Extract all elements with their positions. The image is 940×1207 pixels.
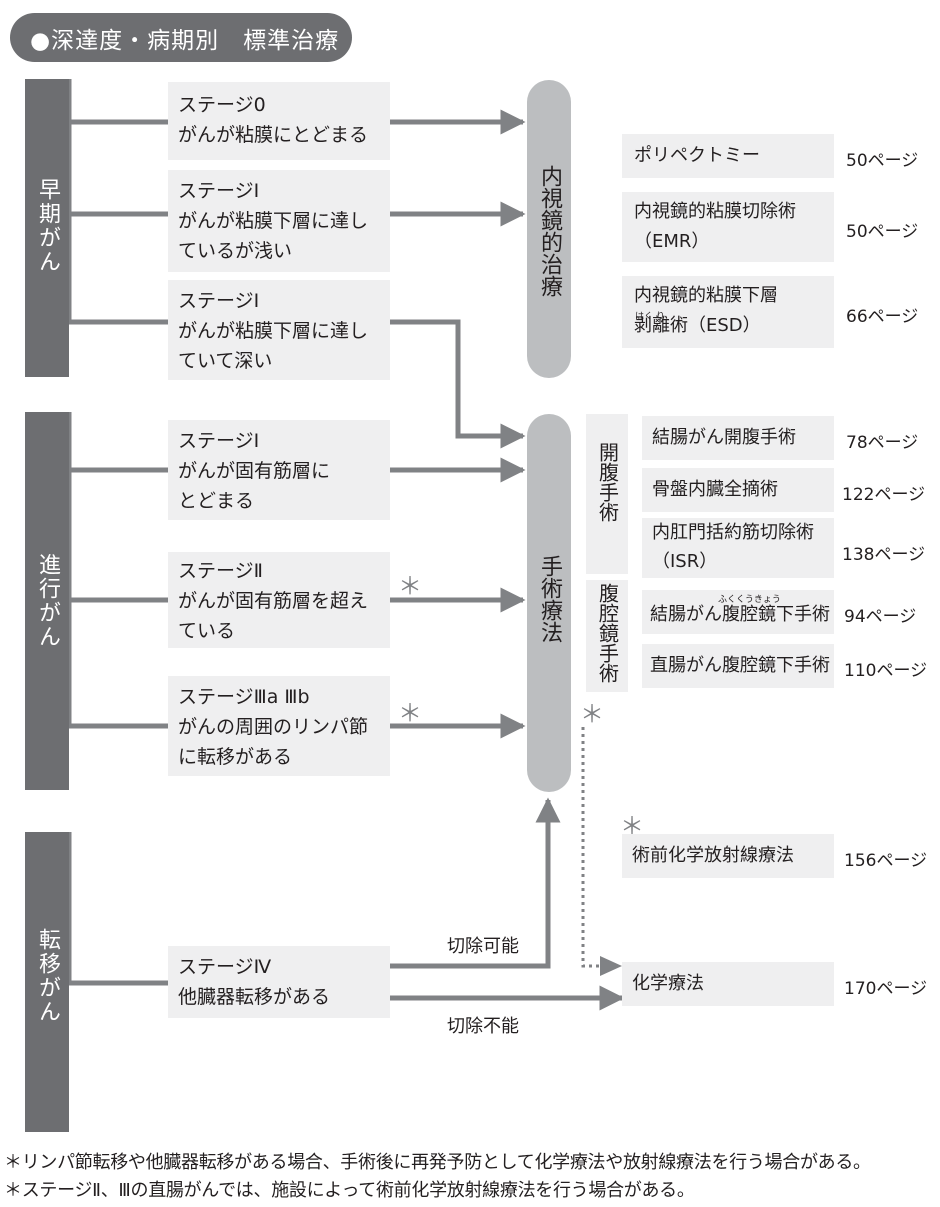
treatment-name: 内視鏡的粘膜切除術	[634, 201, 796, 222]
treatment-name: 結腸がん腹腔鏡下手術	[650, 604, 830, 625]
stage-box-2: ステージⅠ がんが粘膜下層に達し ていて深い	[168, 280, 390, 380]
stage-desc: とどまる	[178, 490, 255, 512]
treatment-name: 剥離術（ESD）	[634, 315, 761, 336]
page-ref: 50ページ	[846, 151, 919, 171]
colon-lap-surgery-box: 結腸がん腹腔鏡下手術 ふくくうきょう	[642, 590, 834, 634]
unresectable-label: 切除不能	[447, 1016, 519, 1037]
footnote-2: ＊ステージⅡ、Ⅲの直腸がんでは、施設によって術前化学放射線療法を行う場合がある。	[4, 1180, 695, 1201]
treatment-name: 内視鏡的粘膜下層	[634, 285, 778, 306]
endoscopic-treatment-label: 内視鏡的治療	[537, 165, 562, 297]
ruby-hakuri: はく り	[635, 312, 665, 322]
page-ref: 50ページ	[846, 222, 919, 242]
stage-label: ステージⅠ	[178, 180, 260, 202]
arrow-stage1-deep	[390, 319, 526, 449]
title-pill	[10, 13, 352, 62]
rectal-lap-surgery-box: 直腸がん腹腔鏡下手術	[642, 644, 834, 688]
stage-box-1: ステージⅠ がんが粘膜下層に達し ているが浅い	[168, 170, 390, 272]
treatment-name: （ISR）	[652, 551, 718, 572]
stage-desc: に転移がある	[178, 746, 293, 768]
stage-label: ステージ0	[178, 94, 266, 116]
open-surgery-box	[586, 414, 628, 574]
colon-open-surgery-box: 結腸がん開腹手術	[642, 416, 834, 460]
stage-box-4: ステージⅡ がんが固有筋層を超え ている	[168, 552, 390, 648]
polypectomy-box: ポリペクトミー	[622, 134, 834, 178]
early-cancer-label: 早期がん	[35, 178, 60, 274]
treatment-name: 結腸がん開腹手術	[652, 427, 796, 448]
asterisk-stage3: ＊	[398, 699, 422, 727]
page-ref: 94ページ	[844, 607, 917, 627]
treatment-name: ポリペクトミー	[634, 145, 760, 166]
laparoscopic-box	[586, 580, 628, 692]
page-ref: 110ページ	[844, 661, 928, 681]
isr-box: 内肛門括約筋切除術 （ISR）	[642, 518, 834, 578]
stage-desc: ているが浅い	[178, 240, 293, 262]
page-title: ●深達度・病期別 標準治療	[30, 28, 340, 54]
page-ref: 138ページ	[842, 545, 926, 565]
chemotherapy-box: 化学療法	[622, 962, 834, 1006]
stage-desc: がんが粘膜下層に達し	[178, 320, 369, 342]
advanced-cancer-label: 進行がん	[35, 553, 60, 649]
stage-desc: がんが粘膜にとどまる	[178, 124, 369, 146]
page-ref: 122ページ	[842, 485, 926, 505]
surgical-treatment-capsule	[527, 414, 571, 792]
treatment-name: （EMR）	[634, 231, 710, 252]
surgical-treatment-label: 手術療法	[537, 555, 562, 643]
open-surgery-label: 開腹手術	[595, 442, 620, 522]
stage-desc: がんの周囲のリンパ節	[178, 716, 369, 738]
metastatic-cancer-bar	[25, 832, 69, 1132]
stage-box-6: ステージⅣ 他臓器転移がある	[168, 946, 390, 1018]
stage-label: ステージⅢa Ⅲb	[178, 686, 310, 708]
stage-label: ステージⅠ	[178, 430, 260, 452]
arrow-resectable	[390, 797, 561, 969]
stage-box-3: ステージⅠ がんが固有筋層に とどまる	[168, 420, 390, 520]
page-ref: 66ページ	[846, 307, 919, 327]
treatment-name: 術前化学放射線療法	[632, 845, 794, 866]
stage-desc: がんが粘膜下層に達し	[178, 210, 369, 232]
treatment-name: 直腸がん腹腔鏡下手術	[650, 655, 830, 676]
metastatic-cancer-label: 転移がん	[35, 928, 60, 1024]
laparoscopic-label: 腹腔鏡手術	[595, 583, 620, 683]
resectable-label: 切除可能	[447, 936, 519, 957]
page-ref: 78ページ	[846, 433, 919, 453]
stage-desc: がんが固有筋層を超え	[178, 590, 369, 612]
stage-box-0: ステージ0 がんが粘膜にとどまる	[168, 82, 390, 160]
emr-box: 内視鏡的粘膜切除術 （EMR）	[622, 192, 834, 262]
stage-desc: 他臓器転移がある	[178, 986, 331, 1008]
stage-label: ステージⅣ	[178, 956, 272, 978]
stage-box-5: ステージⅢa Ⅲb がんの周囲のリンパ節 に転移がある	[168, 676, 390, 776]
stage-label: ステージⅡ	[178, 560, 263, 582]
stage-label: ステージⅠ	[178, 290, 260, 312]
esd-box: 内視鏡的粘膜下層 剥離術（ESD） はく り	[622, 276, 834, 348]
stage-desc: ていて深い	[178, 350, 273, 372]
early-cancer-bar	[25, 79, 69, 377]
treatment-name: 骨盤内臓全摘術	[652, 479, 778, 500]
treatment-name: 内肛門括約筋切除術	[652, 522, 814, 543]
pelvic-exenteration-box: 骨盤内臓全摘術	[642, 468, 834, 512]
page-ref: 156ページ	[844, 851, 928, 871]
stage-desc: がんが固有筋層に	[178, 460, 331, 482]
page-ref: 170ページ	[844, 979, 928, 999]
ruby-fukukukyou: ふくくうきょう	[718, 595, 781, 605]
dotted-arrowhead	[600, 956, 622, 976]
advanced-cancer-bar	[25, 412, 69, 790]
endoscopic-treatment-capsule	[527, 80, 571, 378]
asterisk-surgery: ＊	[580, 700, 604, 728]
stage-desc: ている	[178, 620, 236, 642]
asterisk-stage2: ＊	[398, 572, 422, 600]
treatment-name: 化学療法	[632, 973, 704, 994]
footnote-1: ＊リンパ節転移や他臓器転移がある場合、手術後に再発予防として化学療法や放射線療法…	[4, 1152, 871, 1173]
preop-chemoradiotherapy-box: 術前化学放射線療法	[622, 834, 834, 878]
dotted-to-chemo	[581, 727, 602, 968]
